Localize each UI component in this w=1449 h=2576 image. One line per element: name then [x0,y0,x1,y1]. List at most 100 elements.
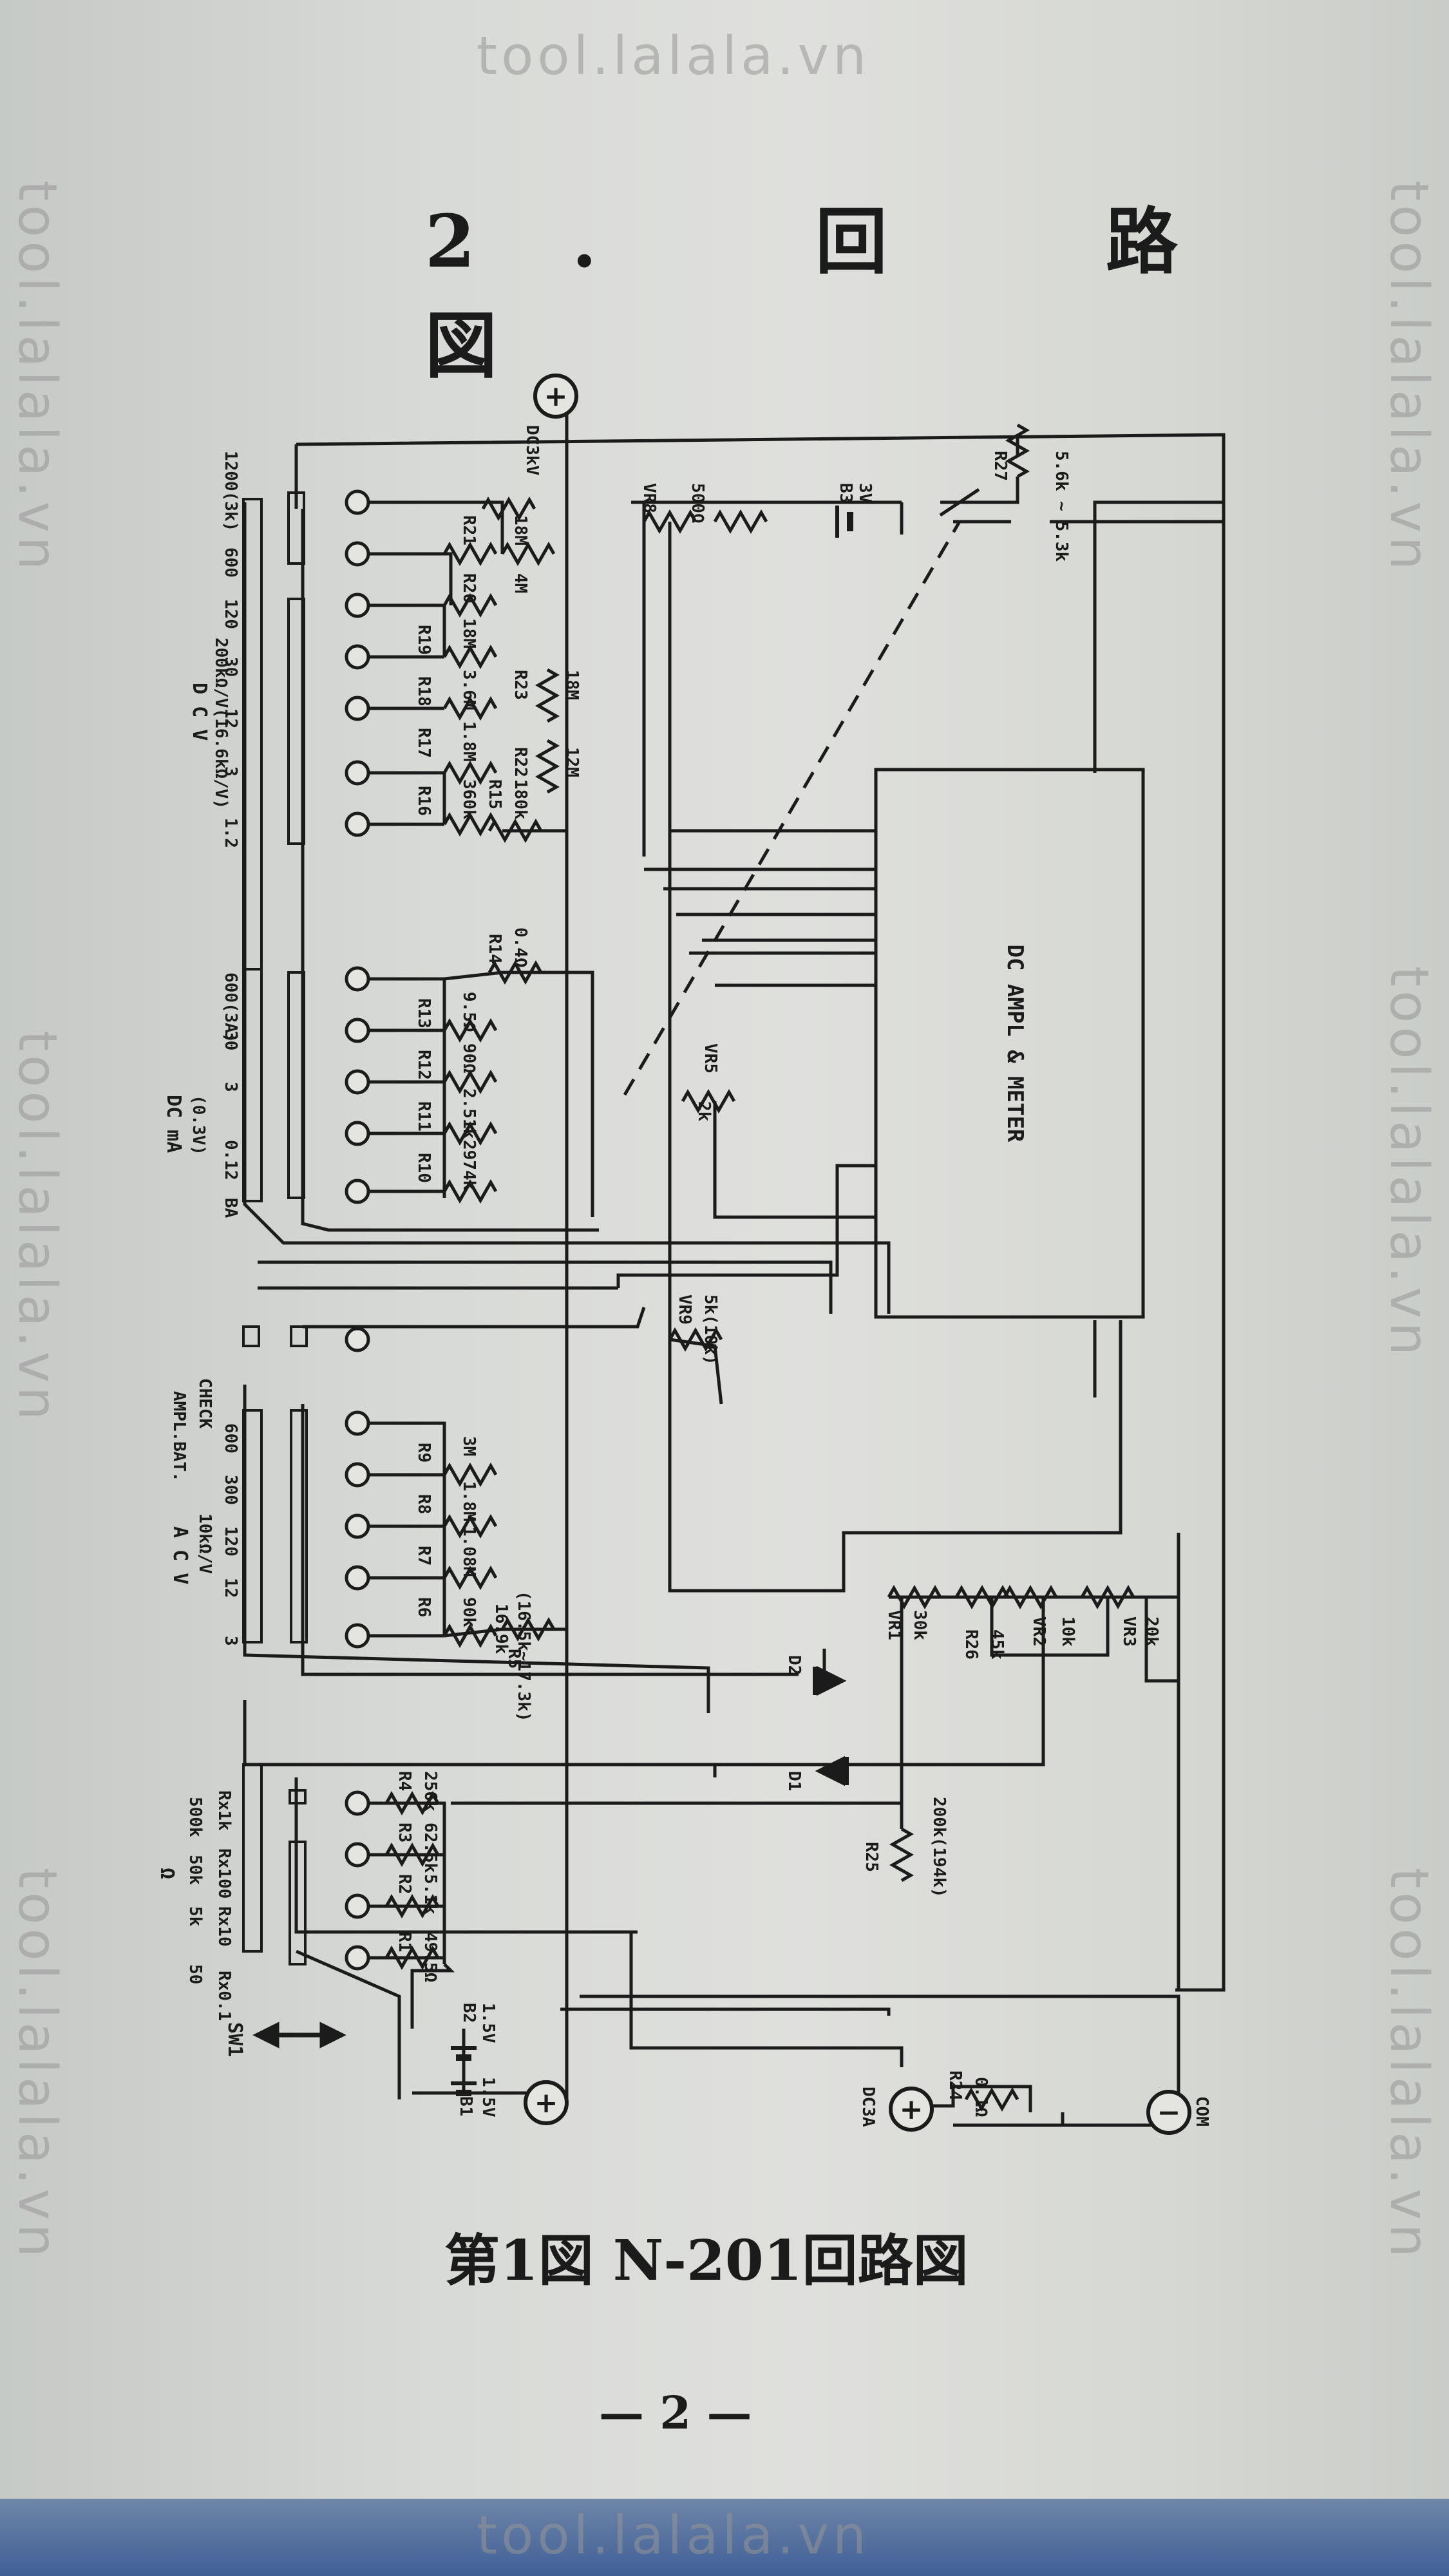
dcv-subtitle: 200kΩ/V(16.6kΩ/V) [211,638,231,809]
plus-terminal-symbol: + [535,2087,558,2119]
page-number: — 2 — [599,2386,752,2439]
r17-label: R17 [414,728,433,758]
r15-value: 180k [511,779,530,820]
acv-range: 120 [221,1526,240,1557]
amp-meter-block-label: DC AMPL & METER [1002,944,1028,1142]
vr5-value: 2k [694,1101,714,1122]
ohm-multiplier: Rx10 [214,1906,234,1947]
ohm-title: Ω [156,1868,178,1879]
acv-range: 600 [221,1423,240,1454]
b1-label: B1 [456,2096,475,2116]
dcv-range: 12 [221,708,240,728]
vr8-label: VR8 [639,483,659,513]
plus-terminal-symbol: + [900,2093,923,2126]
page-title: 2. 回 路 図 [425,200,1274,388]
ohm-multiplier: Rx1k [214,1790,234,1831]
r21-value: 18M [511,515,530,545]
watermark: tool.lalala.vn [477,26,870,87]
acv-subtitle: 10kΩ/V [195,1513,214,1574]
r16-value: 360k [459,779,478,820]
acv-range: 3 [221,1636,240,1646]
r11-value: 2.51k [459,1088,478,1139]
ampl-bat-label: AMPL.BAT. [169,1391,189,1482]
vr2-value: 10k [1058,1616,1077,1647]
watermark: tool.lalala.vn [477,2505,870,2566]
watermark: tool.lalala.vn [1378,966,1439,1359]
r14-label: R14 [485,934,504,964]
d2-label: D2 [784,1655,804,1675]
r20-value: 4M [511,573,530,593]
dc3kv-terminal-label: DC3kV [522,425,542,475]
minus-terminal-symbol: − [1157,2096,1181,2129]
b1-value: 1.5V [478,2077,498,2117]
r26-label: R26 [961,1629,981,1660]
vr9-value: 5k(10k) [701,1294,720,1365]
r22-label: R22 [511,747,530,777]
r25-value: 200k(194k) [929,1797,949,1898]
acv-range: 300 [221,1475,240,1505]
watermark: tool.lalala.vn [6,1868,68,2261]
vr3-label: VR3 [1119,1616,1139,1647]
vr1-label: VR1 [884,1610,904,1640]
r7-label: R7 [414,1546,433,1566]
dcma-range: 3 [221,1082,240,1092]
ohm-range: 5k [185,1906,205,1927]
page-edge-band [0,2499,1449,2576]
r5-note: (16.5k~17.3k) [514,1591,533,1722]
vr9-label: VR9 [675,1294,694,1325]
r19-value: 18M [459,618,478,649]
vr3-value: 20k [1142,1616,1161,1647]
ohm-multiplier: Rx0.1 [214,1971,234,2021]
r2-value: 5.1k [421,1874,440,1915]
dcv-range: 120 [221,599,240,629]
r21-label: R21 [459,515,478,545]
r5-label: R5 [504,1649,524,1669]
watermark: tool.lalala.vn [6,180,68,574]
watermark: tool.lalala.vn [1378,180,1439,574]
com-terminal-label: COM [1192,2096,1211,2126]
r3-value: 62.5k [421,1823,440,1873]
vr2-label: VR2 [1029,1616,1048,1647]
r27-label: R27 [990,451,1010,481]
r24-value: 0.1Ω [971,2077,990,2117]
r10-value: 2974k [459,1140,478,1191]
watermark: tool.lalala.vn [1378,1868,1439,2261]
r7-value: 1.08M [459,1526,478,1577]
plus-terminal-symbol: + [544,380,568,413]
r15-label: R15 [485,779,504,810]
vr1-value: 30k [910,1610,929,1640]
r8-value: 1.8M [459,1481,478,1522]
r3-label: R3 [395,1823,414,1842]
dcv-range: 30 [221,657,240,677]
r6-value: 90k [459,1597,478,1627]
r23-value: 18M [562,670,582,700]
vr8-value: 500Ω [688,483,707,524]
dc3a-terminal-label: DC3A [858,2087,878,2127]
r10-label: R10 [414,1153,433,1183]
r4-value: 256k [421,1771,440,1812]
r8-label: R8 [414,1494,433,1514]
vr5-label: VR5 [701,1043,720,1074]
dcv-title: D C V [188,683,211,741]
r12-value: 90Ω [459,1043,478,1074]
b3-value: 3V [855,483,875,503]
r6-label: R6 [414,1597,433,1617]
r12-label: R12 [414,1050,433,1080]
d1-label: D1 [784,1771,804,1791]
r27-value: 5.6k ~ 5.3k [1052,451,1071,562]
r9-value: 3M [459,1436,478,1456]
dcma-range: 600(3A) [221,972,240,1043]
r13-value: 9.5Ω [459,992,478,1032]
r11-label: R11 [414,1101,433,1132]
check-label: CHECK [195,1378,214,1429]
r4-label: R4 [395,1771,414,1791]
dcv-range: 600 [221,547,240,578]
dcv-range: 3 [221,766,240,777]
r18-label: R18 [414,676,433,706]
ohm-range: 50 [185,1964,205,1984]
ohm-multiplier: Rx100 [214,1848,234,1899]
r14-value: 0.4Ω [511,927,530,968]
dcv-range: 1.2 [221,818,240,848]
r24-label: R24 [945,2070,965,2101]
